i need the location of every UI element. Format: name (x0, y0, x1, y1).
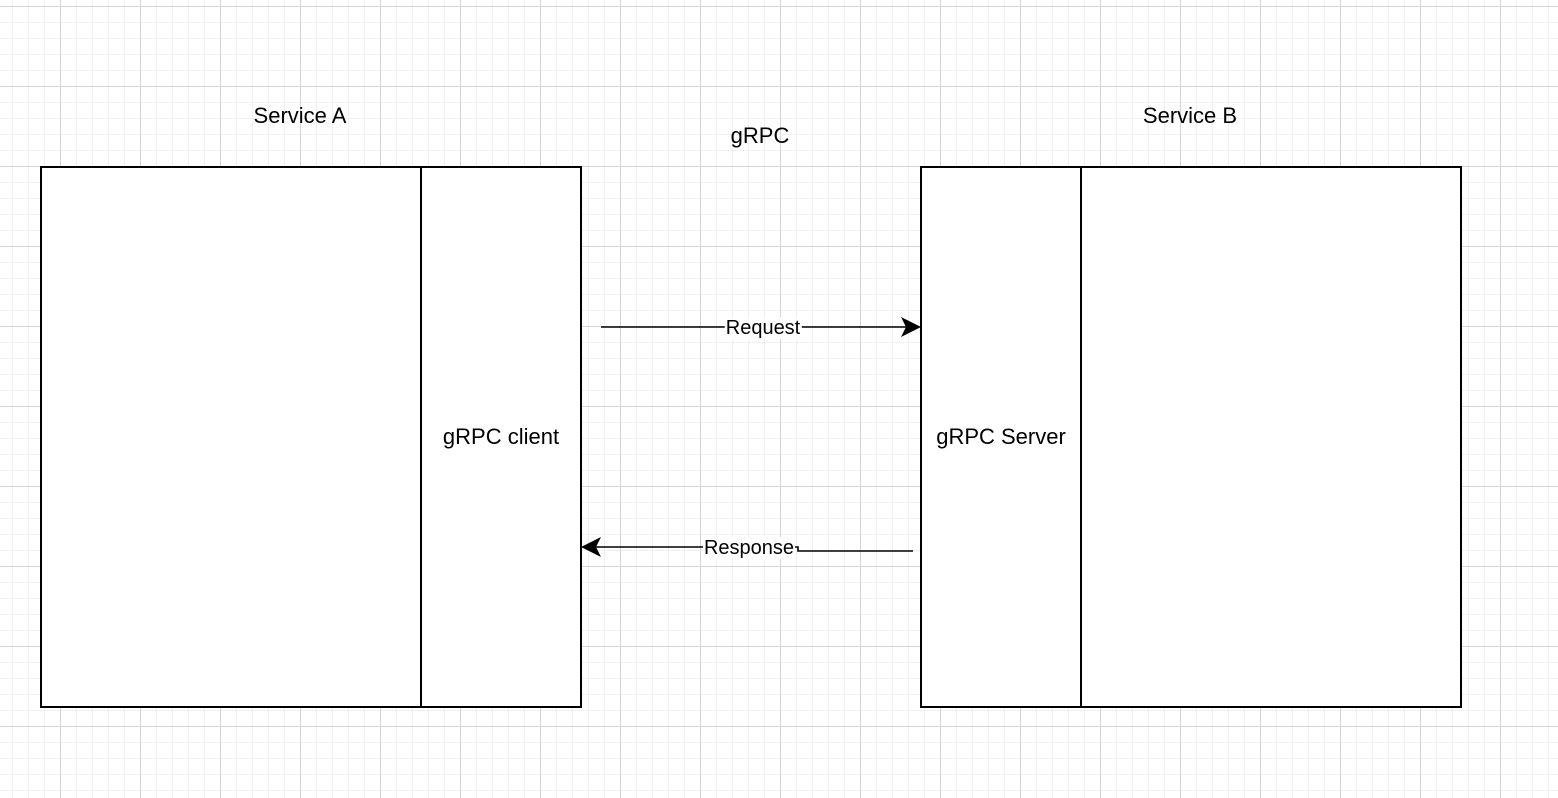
grpc-client-box[interactable] (420, 166, 582, 708)
response-arrowhead-icon (581, 537, 601, 557)
service-a-box[interactable] (40, 166, 422, 708)
grpc-client-label: gRPC client (442, 424, 560, 449)
response-label: Response (702, 537, 796, 559)
request-arrowhead-icon (901, 317, 921, 337)
service-b-box[interactable] (1080, 166, 1462, 708)
request-label: Request (724, 317, 802, 339)
protocol-label: gRPC (730, 123, 790, 148)
grpc-server-box[interactable] (920, 166, 1082, 708)
grpc-server-label: gRPC Server (936, 424, 1066, 449)
service-a-title: Service A (253, 103, 347, 128)
service-b-title: Service B (1142, 103, 1238, 128)
